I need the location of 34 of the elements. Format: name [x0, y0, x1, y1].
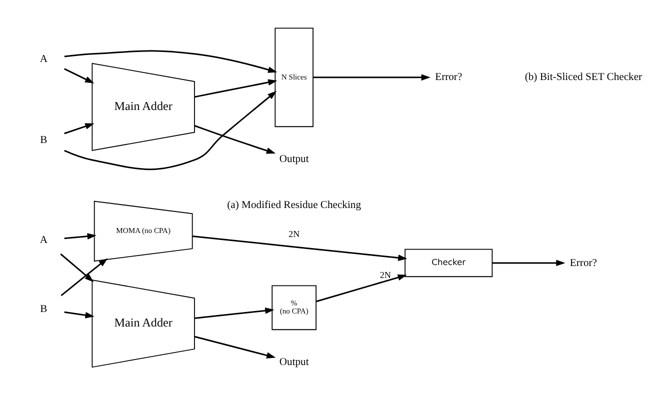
node-text: Output	[279, 356, 309, 368]
arrow	[192, 234, 408, 260]
node-box: N Slices	[274, 27, 314, 127]
arrow	[194, 335, 276, 358]
node-text: A	[40, 54, 48, 65]
node-box: MOMA (no CPA)	[94, 200, 193, 262]
arrow	[316, 274, 407, 302]
arrow	[64, 122, 94, 134]
node-text: Error?	[570, 257, 598, 268]
arrow	[64, 50, 278, 72]
arrow	[64, 232, 96, 239]
node-box: Checker	[404, 248, 493, 277]
label: (b) Bit-Sliced SET Checker	[524, 72, 642, 83]
edge-label: 2N	[380, 269, 391, 280]
label: (a) Modified Residue Checking	[227, 200, 362, 211]
arrow	[64, 68, 94, 83]
arrow	[60, 252, 94, 282]
edge-label: 2N	[288, 228, 300, 238]
arrow	[194, 78, 278, 98]
arrow	[492, 259, 566, 266]
arrow	[60, 258, 108, 296]
node-text: B	[40, 134, 48, 146]
node-box: Main Adder	[92, 278, 195, 368]
arrow	[194, 124, 276, 154]
node-box: % (no CPA)	[272, 284, 317, 330]
node-text: Output	[279, 154, 309, 165]
node-text: B	[40, 303, 48, 314]
arrow	[313, 74, 430, 80]
arrow	[64, 310, 94, 318]
node-box: Main Adder	[92, 62, 195, 151]
arrow	[64, 90, 277, 170]
node-text: A	[40, 234, 48, 246]
arrow	[194, 307, 274, 318]
node-text: Error?	[435, 72, 462, 83]
